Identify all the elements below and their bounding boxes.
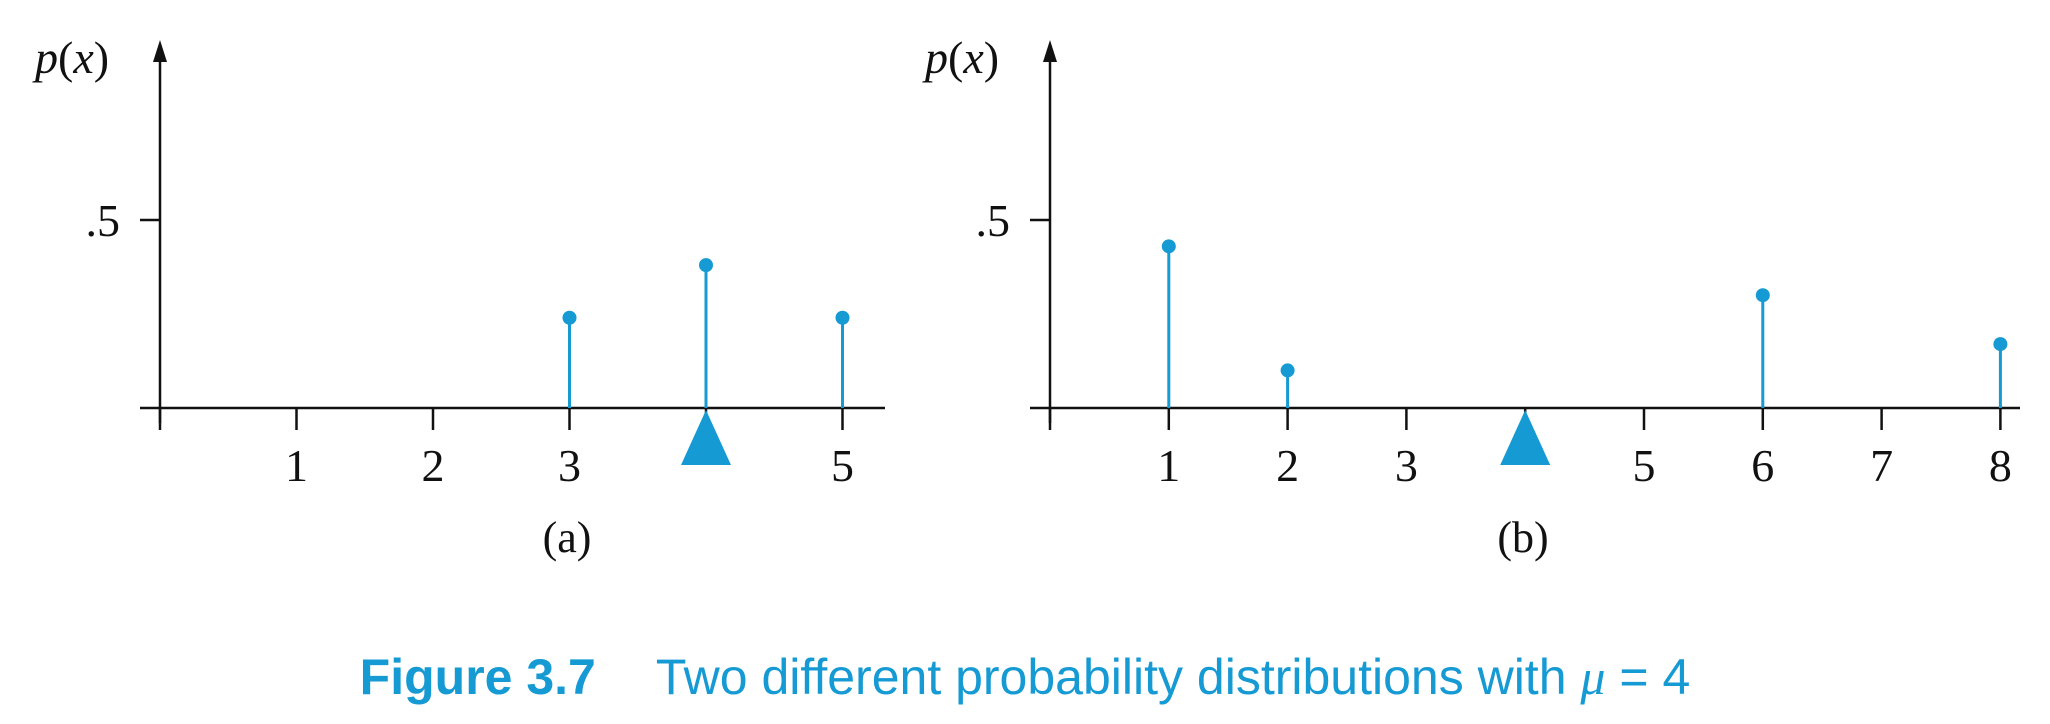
x-tick-label: 6: [1751, 440, 1774, 491]
panel-b: .5 p(x) 1 2 3 5 6 7 8 (b): [922, 32, 2020, 562]
stem-point: [699, 258, 713, 273]
x-tick-label: 3: [558, 440, 581, 491]
y-axis-arrow: [1043, 40, 1057, 62]
y-tick-label: .5: [976, 195, 1011, 246]
x-tick-label: 2: [1276, 440, 1299, 491]
x-tick-label: 1: [285, 440, 308, 491]
x-tick-label: 7: [1870, 440, 1893, 491]
mean-marker: [681, 410, 731, 465]
x-tick-label: 5: [1633, 440, 1656, 491]
figure-caption: Figure 3.7 Two different probability dist…: [360, 649, 1691, 705]
stem-point: [835, 310, 850, 325]
caption-label: Figure 3.7: [360, 649, 596, 705]
x-tick-label: 1: [1157, 440, 1180, 491]
caption-equals: = 4: [1606, 649, 1691, 705]
panel-label: (b): [1497, 513, 1548, 562]
x-tick-label: 8: [1989, 440, 2012, 491]
stem-point: [1161, 239, 1176, 254]
stem-point: [1755, 288, 1770, 303]
mean-marker: [1500, 410, 1551, 465]
y-axis-title: p(x): [922, 32, 999, 83]
stem-point: [1993, 337, 2008, 352]
caption-text: Two different probability distributions …: [656, 649, 1581, 705]
stem-point: [562, 310, 577, 325]
stem-point: [1280, 363, 1295, 378]
x-tick-label: 2: [422, 440, 445, 491]
x-tick-label: 3: [1395, 440, 1418, 491]
panel-a: .5 p(x) 1 2 3 5 (a): [32, 32, 885, 562]
y-axis-title: p(x): [32, 32, 109, 83]
x-tick-label: 5: [831, 440, 854, 491]
caption-symbol: μ: [1579, 649, 1605, 705]
y-axis-arrow: [153, 40, 167, 62]
panel-label: (a): [543, 513, 592, 562]
y-tick-label: .5: [86, 195, 121, 246]
